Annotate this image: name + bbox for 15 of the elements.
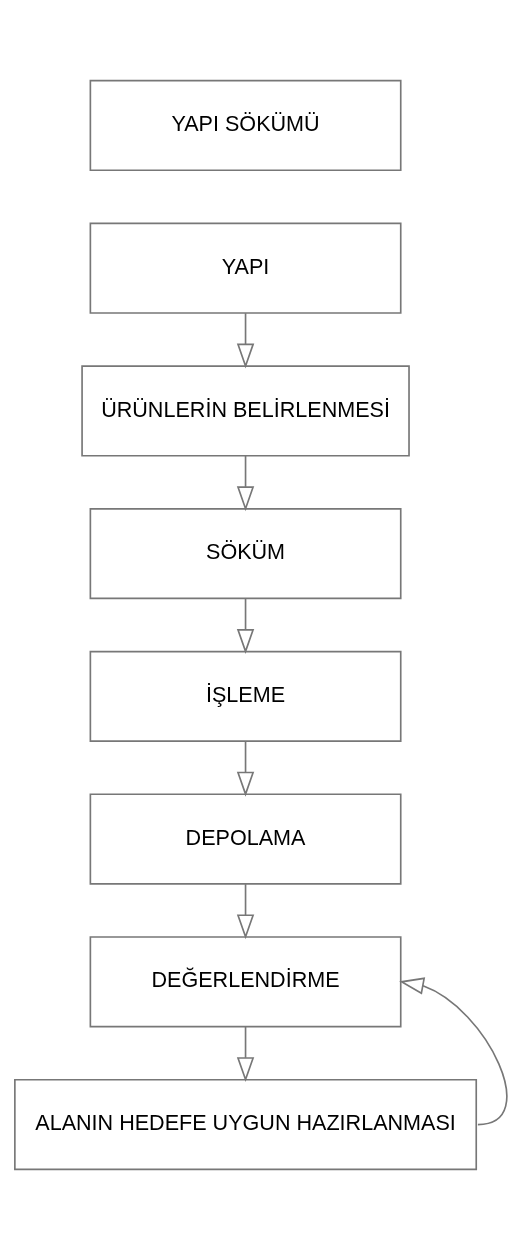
node-box: ALANIN HEDEFE UYGUN HAZIRLANMASI <box>14 1078 478 1171</box>
arrow <box>236 1026 255 1083</box>
arrow <box>236 312 255 369</box>
node-box: YAPI SÖKÜMÜ <box>89 79 402 172</box>
arrow <box>236 740 255 797</box>
node-box: YAPI <box>89 222 402 314</box>
arrow <box>236 883 255 940</box>
node-box: İŞLEME <box>89 650 402 742</box>
node-box: DEPOLAMA <box>89 793 402 885</box>
arrow <box>236 455 255 512</box>
node-box: DEĞERLENDİRME <box>89 936 402 1028</box>
arrow <box>236 597 255 654</box>
arrow <box>399 977 508 1126</box>
node-box: ÜRÜNLERİN BELİRLENMESİ <box>81 365 410 457</box>
node-box: SÖKÜM <box>89 508 402 600</box>
